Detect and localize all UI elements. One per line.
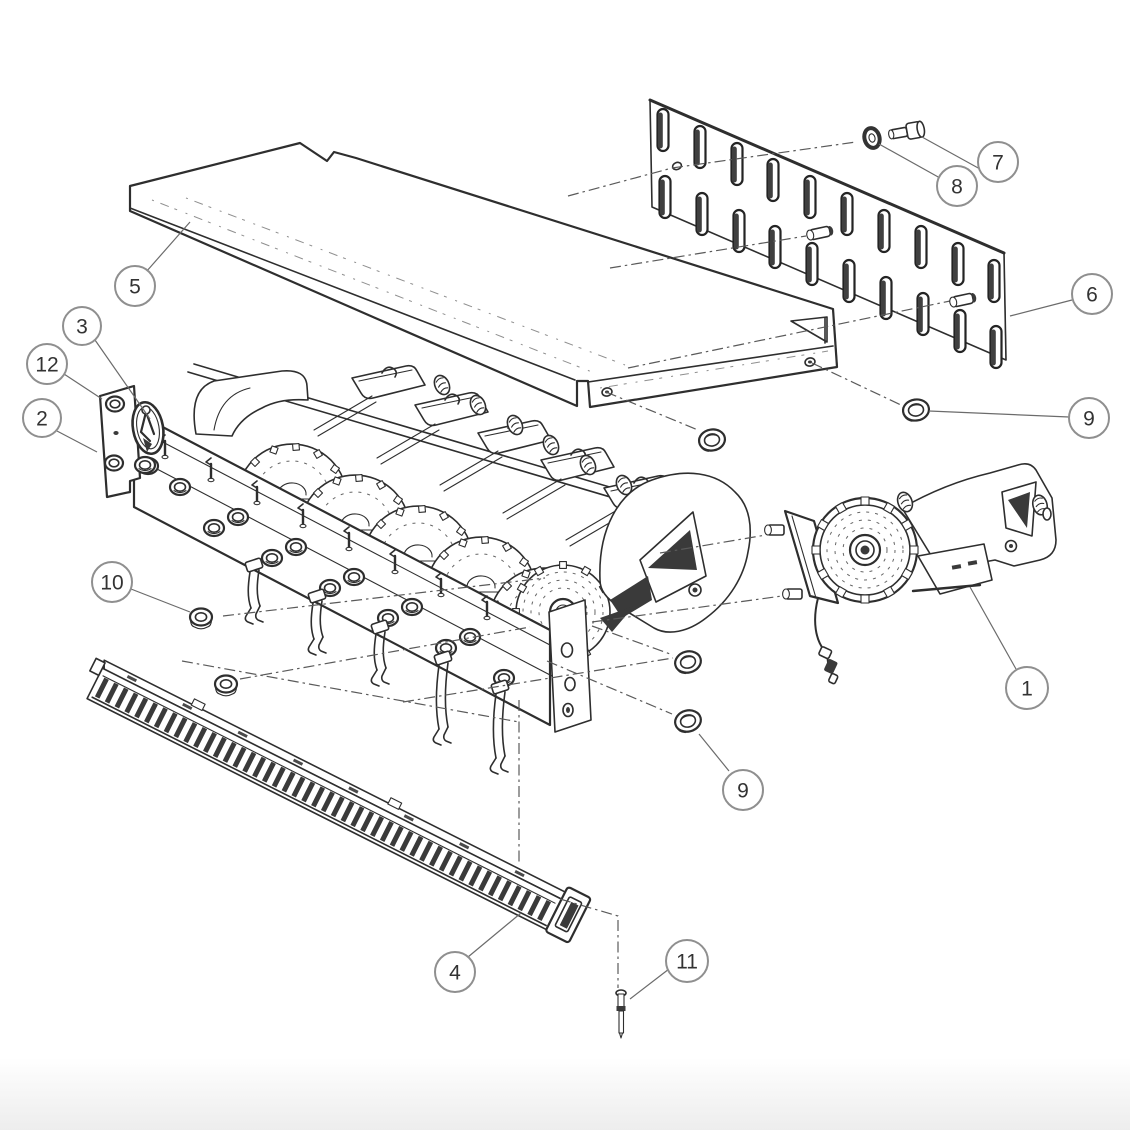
callout-label-2: 2: [36, 408, 48, 431]
leader-line-5: [145, 221, 191, 273]
leader-lines: [56, 136, 1073, 1000]
callout-balloon-12: 12: [26, 343, 68, 385]
callout-label-1: 1: [1021, 678, 1033, 701]
leader-line-1: [969, 586, 1017, 670]
leader-line-9-lower: [698, 733, 730, 772]
callout-label-6: 6: [1086, 284, 1098, 307]
flange-bolt-lowerA: [671, 647, 705, 677]
hex-nut-10b: [213, 674, 239, 697]
drive-cable: [814, 597, 839, 685]
callout-balloon-10: 10: [91, 561, 133, 603]
leader-line-10: [130, 588, 191, 613]
callout-balloon-4: 4: [434, 951, 476, 993]
callout-label-12: 12: [35, 354, 58, 377]
projection-lines: [181, 141, 951, 988]
clutch-drum: [811, 496, 919, 604]
callout-balloon-7: 7: [977, 141, 1019, 183]
drive-unit: [764, 463, 1057, 685]
callout-balloon-9-lower: 9: [722, 769, 764, 811]
hardware: [188, 120, 978, 1039]
callout-label-7: 7: [992, 152, 1004, 175]
leader-line-7: [921, 136, 981, 170]
cover-panel: [128, 141, 839, 409]
leader-line-3: [94, 339, 151, 420]
hub-crank: [131, 400, 165, 456]
callout-balloon-1: 1: [1005, 666, 1049, 710]
callout-balloon-8: 8: [936, 165, 978, 207]
callout-balloon-11: 11: [665, 939, 709, 983]
drive-housing-arm: [894, 463, 1057, 595]
flange-bolt-9-upper: [900, 396, 932, 424]
callout-balloon-9-upper: 9: [1068, 397, 1110, 439]
tooth-bar-end-cap: [545, 886, 592, 944]
callout-balloon-5: 5: [114, 265, 156, 307]
callout-label-8: 8: [951, 176, 963, 199]
leader-line-6: [1009, 299, 1073, 317]
leader-line-2: [56, 430, 98, 453]
callout-balloon-6: 6: [1071, 273, 1113, 315]
leader-line-4: [467, 912, 522, 958]
bottom-shadow: [0, 1058, 1130, 1130]
tine-pin-part11: [615, 989, 627, 1039]
bolt-part7: [888, 120, 926, 140]
callout-balloon-3: 3: [62, 306, 102, 346]
leader-line-8: [878, 143, 941, 179]
callout-label-9-lower: 9: [737, 780, 749, 803]
callout-label-3: 3: [76, 316, 88, 339]
tooth-bar: [86, 657, 592, 944]
left-bearing-plate: [98, 384, 165, 499]
callout-balloons: 5 3 12 2 10 4 11 9: [22, 141, 1113, 993]
callout-label-5: 5: [129, 276, 141, 299]
leader-line-12: [63, 373, 103, 400]
washer-part8: [862, 126, 882, 150]
flange-bolt-mid: [696, 426, 728, 454]
rail-bolt-left: [133, 455, 157, 475]
reel-end-shield: [599, 472, 751, 633]
drum-teeth: [811, 496, 919, 604]
disk-straps: [313, 395, 629, 547]
plate-bolt-upper: [104, 395, 126, 413]
callout-label-4: 4: [449, 962, 461, 985]
callout-label-11: 11: [676, 951, 698, 974]
left-shield-cover: [193, 369, 309, 437]
leader-line-11: [629, 968, 670, 1000]
panel-corner-gusset: [790, 316, 828, 344]
rail-end-plate: [548, 599, 592, 733]
callout-label-9-upper: 9: [1083, 408, 1095, 431]
flange-bolt-9-lower: [671, 706, 705, 736]
plate-bolt-lower: [103, 454, 125, 472]
callout-label-10: 10: [100, 572, 123, 595]
leader-line-9-upper: [928, 410, 1070, 418]
callout-balloon-2: 2: [22, 398, 62, 438]
hex-nut-10a: [188, 607, 214, 630]
reel-assembly: [98, 363, 751, 775]
